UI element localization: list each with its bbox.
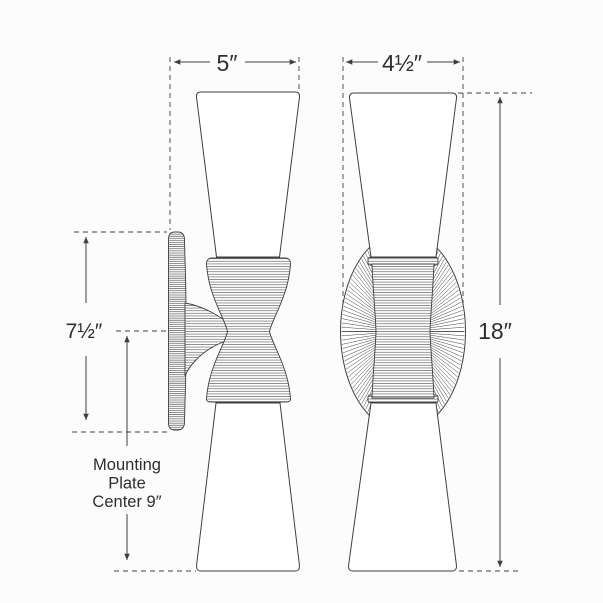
- mounting-note-line2: Plate: [108, 475, 146, 493]
- dimension-label-front-width: 4½″: [382, 50, 422, 76]
- mounting-arm: [184, 302, 230, 377]
- front-view: [340, 92, 466, 572]
- dimension-projection-width: 5″: [169, 50, 300, 230]
- front-hub: [371, 263, 435, 399]
- front-bottom-shade: [348, 402, 457, 572]
- mounting-plate: [168, 231, 187, 431]
- side-bottom-shade: [196, 402, 300, 572]
- dimension-front-width: 4½″: [342, 50, 464, 304]
- dimension-label-projection-width: 5″: [217, 50, 238, 76]
- dimension-backplate-height: 7½″: [66, 231, 171, 433]
- dimension-label-overall-height: 18″: [478, 318, 512, 344]
- dimension-overall-height: 18″: [458, 92, 532, 572]
- front-top-shade: [348, 92, 458, 258]
- mounting-note-line3: Center 9″: [92, 493, 161, 511]
- side-top-shade: [195, 91, 301, 258]
- dimension-mounting-center: Mounting Plate Center 9″: [92, 330, 196, 572]
- mounting-note-line1: Mounting: [93, 456, 161, 474]
- side-view: [168, 91, 301, 572]
- dimension-label-backplate-height: 7½″: [66, 320, 103, 343]
- dimensions: 5″ 4½″ 18″ 7½″ Mount: [66, 50, 532, 572]
- side-hub: [205, 257, 292, 403]
